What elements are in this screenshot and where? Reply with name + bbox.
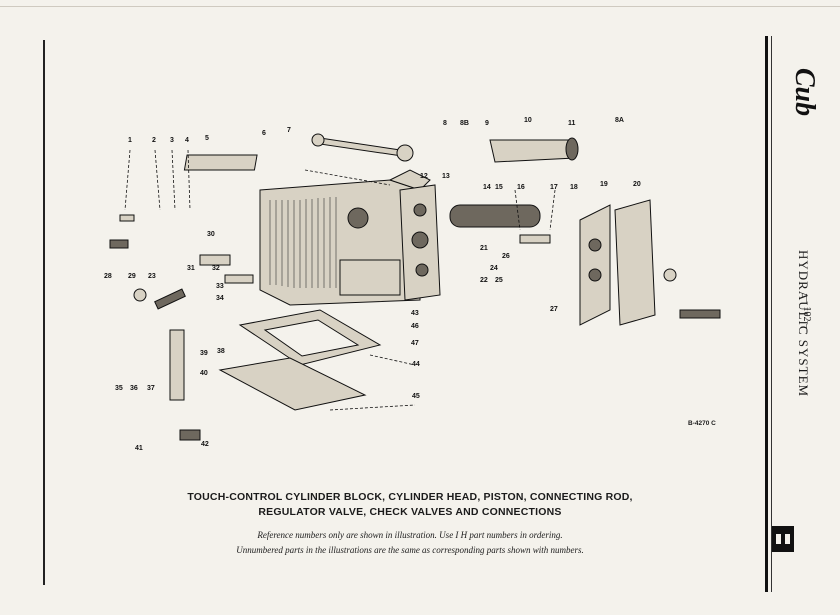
right-margin-rule <box>765 36 768 592</box>
callout-6: 6 <box>262 130 266 137</box>
callout-36: 36 <box>130 385 138 392</box>
callout-8b: 8B <box>460 120 469 127</box>
top-edge-line <box>0 6 840 7</box>
callout-12: 12 <box>420 173 428 180</box>
page-number: — 102 — <box>801 294 812 334</box>
callout-24: 24 <box>490 265 498 272</box>
callout-15: 15 <box>495 184 503 191</box>
caption-line-1: TOUCH-CONTROL CYLINDER BLOCK, CYLINDER H… <box>187 491 633 503</box>
piston <box>489 137 579 163</box>
cover-plate <box>579 199 656 326</box>
callout-8: 8 <box>443 120 447 127</box>
callout-38: 38 <box>217 348 225 355</box>
callout-3: 3 <box>170 137 174 144</box>
small-parts <box>109 154 721 441</box>
svg-text:Cub: Cub <box>789 68 820 116</box>
callout-40: 40 <box>200 370 208 377</box>
callout-18: 18 <box>570 184 578 191</box>
callout-21: 21 <box>480 245 488 252</box>
callout-35: 35 <box>115 385 123 392</box>
callout-29: 29 <box>128 273 136 280</box>
callout-43: 43 <box>411 310 419 317</box>
callout-47: 47 <box>411 340 419 347</box>
plate-id: B-4270 C <box>688 420 716 427</box>
callout-11: 11 <box>568 120 576 127</box>
callout-39: 39 <box>200 350 208 357</box>
figure-caption: TOUCH-CONTROL CYLINDER BLOCK, CYLINDER H… <box>130 490 690 520</box>
callout-28: 28 <box>104 273 112 280</box>
callout-10: 10 <box>524 117 532 124</box>
callout-20: 20 <box>633 181 641 188</box>
callout-42: 42 <box>201 441 209 448</box>
ordering-note: Reference numbers only are shown in illu… <box>170 528 650 558</box>
callout-33: 33 <box>216 283 224 290</box>
ih-logo-icon <box>772 526 794 552</box>
callout-2: 2 <box>152 137 156 144</box>
callout-13: 13 <box>442 173 450 180</box>
bottom-plate <box>218 357 367 411</box>
connecting-rod <box>311 133 414 162</box>
regulator-valve <box>449 204 551 244</box>
callout-34: 34 <box>216 295 224 302</box>
callout-32: 32 <box>212 265 220 272</box>
cylinder-head <box>399 184 441 301</box>
callout-4: 4 <box>185 137 189 144</box>
callout-37: 37 <box>147 385 155 392</box>
callout-45: 45 <box>412 393 420 400</box>
callout-5: 5 <box>205 135 209 142</box>
left-margin-rule <box>43 40 45 585</box>
caption-line-2: REGULATOR VALVE, CHECK VALVES AND CONNEC… <box>258 506 562 518</box>
callout-8a: 8A <box>615 117 624 124</box>
leader-lines <box>124 149 556 411</box>
callout-7: 7 <box>287 127 291 134</box>
callout-46: 46 <box>411 323 419 330</box>
callout-22: 22 <box>480 277 488 284</box>
callout-14: 14 <box>483 184 491 191</box>
note-line-2: Unnumbered parts in the illustrations ar… <box>236 545 584 555</box>
callout-41: 41 <box>135 445 143 452</box>
callout-25: 25 <box>495 277 503 284</box>
callout-31: 31 <box>187 265 195 272</box>
callout-1: 1 <box>128 137 132 144</box>
callout-16: 16 <box>517 184 525 191</box>
cub-logo: Cub <box>789 68 820 116</box>
callout-44: 44 <box>412 361 420 368</box>
cylinder-block <box>259 169 431 306</box>
callout-9: 9 <box>485 120 489 127</box>
callout-17: 17 <box>550 184 558 191</box>
callout-26: 26 <box>502 253 510 260</box>
note-line-1: Reference numbers only are shown in illu… <box>257 530 563 540</box>
callout-19: 19 <box>600 181 608 188</box>
gasket <box>238 309 382 366</box>
callout-23: 23 <box>148 273 156 280</box>
right-margin-rule-thin <box>771 36 772 592</box>
callout-27: 27 <box>550 306 558 313</box>
section-title: HYDRAULIC SYSTEM <box>796 250 811 398</box>
callout-30: 30 <box>207 231 215 238</box>
